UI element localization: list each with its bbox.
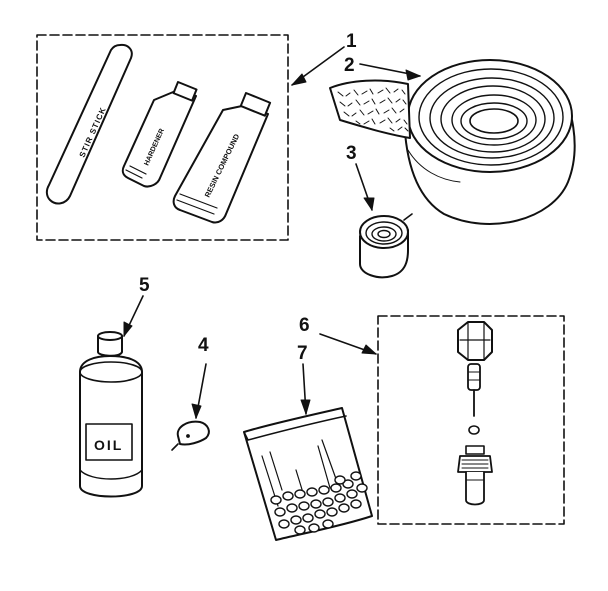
arrow-4 [191,363,207,419]
arrow-2 [359,63,421,81]
callout-1: 1 [346,31,357,52]
callout-5: 5 [139,275,150,296]
stir-stick: STIR STICK [45,43,133,205]
arrow-7 [300,363,311,415]
callout-6: 6 [299,315,310,336]
oil-bottle: OIL [79,331,143,498]
tape-roll-large [403,59,576,225]
resin-compound-tube: RESIN COMPOUND [172,92,272,224]
callout-4: 4 [198,335,209,356]
tape-roll-small [359,213,413,279]
arrow-3 [355,163,375,211]
arrow-1 [291,46,345,86]
arrow-6 [319,333,377,355]
hardener-tube: HARDENER [121,81,198,188]
arrow-5 [123,295,144,337]
valve-box-outline [377,315,565,525]
callout-7: 7 [297,343,308,364]
mesh-patch [329,79,411,139]
callout-3: 3 [346,143,357,164]
valve-assembly [457,321,493,506]
callout-2: 2 [344,55,355,76]
pellet-bag [243,407,373,541]
oil-label: OIL [94,437,123,453]
kit-box-outline [36,34,289,241]
capsule [171,420,210,451]
